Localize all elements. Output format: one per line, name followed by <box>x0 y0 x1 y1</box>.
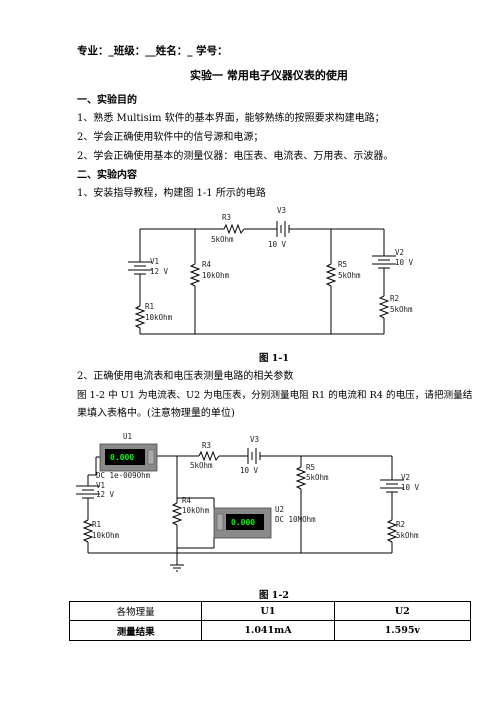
fig1-r3-label: R3 <box>222 213 231 222</box>
purpose-item-1: 1、熟悉 Multisim 软件的基本界面，能够熟练的按照要求构建电路； <box>77 113 385 124</box>
fig1-v2-label: V2 <box>395 248 404 257</box>
header-u2: U2 <box>333 601 472 621</box>
fig2-r4-value: 10kOhm <box>182 506 210 515</box>
figure-1-1-wires <box>139 228 385 335</box>
fig1-v1-label: V1 <box>150 257 159 266</box>
r3-resistor-symbol <box>223 223 245 235</box>
fig2-v1-battery-symbol <box>76 485 100 502</box>
fig2-r3-label: R3 <box>202 441 211 450</box>
fig2-r2-value: 5kOhm <box>396 531 419 540</box>
fig2-r2-resistor-symbol <box>386 519 398 543</box>
fig1-r1-value: 10kOhm <box>145 313 173 322</box>
figure-1-2-wires <box>87 455 393 572</box>
fig2-u1-mode: DC 1e-009Ohm <box>96 471 151 480</box>
r5-resistor-symbol <box>325 263 337 287</box>
r1-resistor-symbol <box>134 305 146 329</box>
figure-1-1-caption: 图 1-1 <box>259 353 289 364</box>
fig2-r4-resistor-symbol <box>171 502 183 526</box>
figure-1-2-caption: 图 1-2 <box>259 590 289 601</box>
fig1-r2-value: 5kOhm <box>390 305 413 314</box>
row-label: 测量结果 <box>68 620 203 641</box>
u1-result-cell[interactable]: 1.041mA <box>201 620 335 641</box>
fig1-r5-label: R5 <box>338 260 347 269</box>
page-title: 实验一 常用电子仪器仪表的使用 <box>190 69 348 82</box>
fig1-r2-label: R2 <box>390 294 399 303</box>
results-table-row: 测量结果 1.041mA 1.595v <box>68 620 472 641</box>
v3-battery-symbol <box>276 221 290 237</box>
fig1-r5-value: 5kOhm <box>338 271 361 280</box>
fig2-v3-value: 10 V <box>240 466 259 475</box>
content-step-2-line3: 果填入表格中。(注意物理量的单位) <box>77 408 235 419</box>
content-step-2-line1: 2、正确使用电流表和电压表测量电路的相关参数 <box>77 371 294 382</box>
fig2-r5-label: R5 <box>306 463 315 472</box>
student-info-line: 专业：_班级：__姓名：_ 学号： <box>77 45 228 57</box>
fig2-r3-value: 5kOhm <box>190 461 213 470</box>
u2-voltmeter <box>213 507 272 539</box>
fig2-v2-value: 10 V <box>401 483 420 492</box>
fig1-r4-label: R4 <box>202 260 212 269</box>
u1-reading: 0.000 <box>110 453 134 462</box>
fig1-r1-label: R1 <box>145 302 154 311</box>
fig2-v2-label: V2 <box>401 473 410 482</box>
fig1-v2-value: 10 V <box>395 258 414 267</box>
header-quantity: 各物理量 <box>68 601 203 621</box>
fig2-r1-value: 10kOhm <box>92 531 120 540</box>
fig1-r3-value: 5kOhm <box>211 235 234 244</box>
v1-battery-symbol <box>128 261 152 278</box>
v2-battery-symbol <box>372 255 396 273</box>
header-u1: U1 <box>201 601 335 621</box>
fig2-r1-resistor-symbol <box>82 519 94 543</box>
results-table: 各物理量 U1 U2 测量结果 1.041mA 1.595v <box>68 601 472 641</box>
content-step-1: 1、安装指导教程，构建图 1-1 所示的电路 <box>77 188 266 199</box>
fig2-u2-mode: DC 10MOhm <box>275 515 316 524</box>
u1-ammeter <box>99 443 158 472</box>
fig2-r5-resistor-symbol <box>295 466 307 490</box>
fig2-v2-battery-symbol <box>380 479 404 497</box>
fig2-r2-label: R2 <box>396 520 405 529</box>
purpose-item-3: 2、学会正确使用基本的测量仪器：电压表、电流表、万用表、示波器。 <box>77 151 394 162</box>
fig2-v1-value: 12 V <box>96 490 115 499</box>
u2-result-cell[interactable]: 1.595v <box>333 620 472 641</box>
fig2-v1-label: V1 <box>96 481 105 490</box>
section-purpose-heading: 一、实验目的 <box>77 95 137 106</box>
fig1-v1-value: 12 V <box>150 267 169 276</box>
fig2-r3-resistor-symbol <box>198 450 220 462</box>
u2-reading: 0.000 <box>231 518 255 527</box>
fig2-r4-label: R4 <box>182 496 192 505</box>
fig1-r4-value: 10kOhm <box>202 271 230 280</box>
fig2-r1-label: R1 <box>92 520 101 529</box>
purpose-item-2: 2、学会正确使用软件中的信号源和电源； <box>77 132 264 143</box>
section-content-heading: 二、实验内容 <box>77 170 137 181</box>
r4-resistor-symbol <box>189 263 201 287</box>
r2-resistor-symbol <box>378 295 390 319</box>
results-table-header-row: 各物理量 U1 U2 <box>68 601 472 621</box>
fig2-r5-value: 5kOhm <box>306 473 329 482</box>
fig2-u2-label: U2 <box>275 505 284 514</box>
fig1-v3-label: V3 <box>277 206 286 215</box>
fig2-v3-battery-symbol <box>247 448 261 464</box>
fig2-u1-label: U1 <box>123 432 132 441</box>
fig1-v3-value: 10 V <box>268 240 287 249</box>
fig2-v3-label: V3 <box>250 435 259 444</box>
content-step-2-line2: 图 1-2 中 U1 为电流表、U2 为电压表，分别测量电阻 R1 的电流和 R… <box>77 390 473 401</box>
